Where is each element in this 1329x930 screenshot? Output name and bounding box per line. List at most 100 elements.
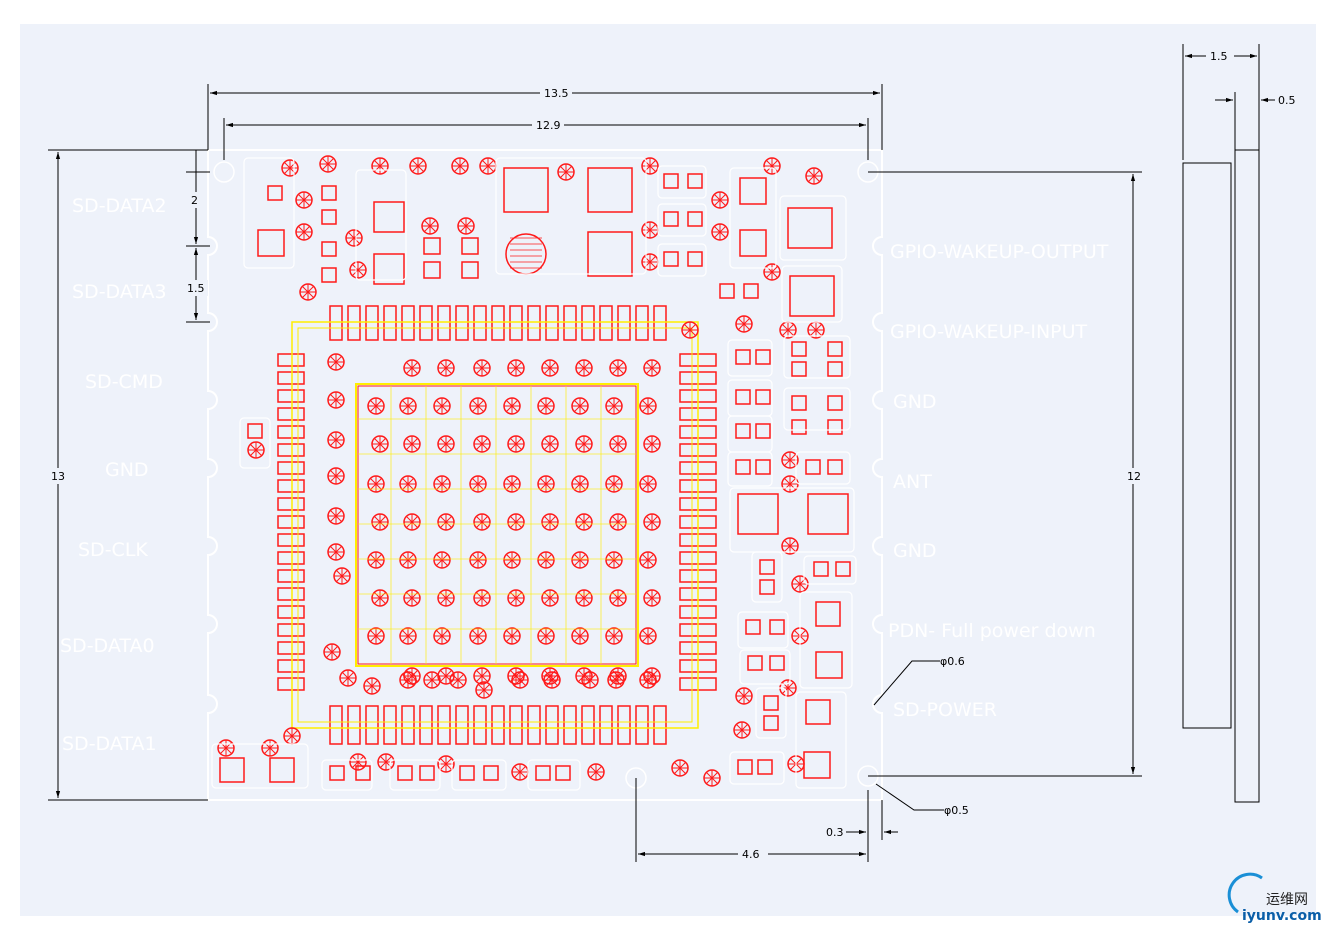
silkscreen-outline (727, 339, 773, 377)
smd-pad (401, 305, 415, 341)
via (605, 475, 623, 493)
smd-pad (257, 229, 285, 257)
via (469, 551, 487, 569)
via (609, 435, 627, 453)
silkscreen-outline (795, 691, 847, 789)
smd-pad (687, 251, 703, 267)
via (283, 727, 301, 745)
via (643, 513, 661, 531)
via (349, 753, 367, 771)
smd-pad (321, 185, 337, 201)
smd-pad (789, 275, 835, 317)
smd-pad (827, 395, 843, 411)
via (639, 475, 657, 493)
smd-pad (743, 283, 759, 299)
via (605, 397, 623, 415)
pin-label-sd-data1: SD-DATA1 (62, 733, 157, 755)
smd-pad (827, 419, 843, 435)
via (327, 543, 345, 561)
silkscreen-outline (389, 759, 441, 791)
smd-pad (663, 251, 679, 267)
watermark-cn: 运维网 (1266, 892, 1308, 908)
via (327, 431, 345, 449)
silkscreen-outline (729, 167, 777, 269)
via (449, 671, 467, 689)
via (403, 589, 421, 607)
smd-pad (735, 349, 751, 365)
via (609, 359, 627, 377)
smd-pad (509, 705, 523, 745)
via (507, 589, 525, 607)
smd-pad (267, 185, 283, 201)
smd-pad (527, 305, 541, 341)
via (639, 551, 657, 569)
via (607, 671, 625, 689)
via (367, 397, 385, 415)
via (409, 157, 427, 175)
smd-pad (791, 419, 807, 435)
via (323, 643, 341, 661)
silkscreen-outline (657, 203, 707, 237)
via (433, 551, 451, 569)
via (541, 435, 559, 453)
smd-pad (815, 651, 843, 679)
silkscreen-outline (799, 591, 853, 689)
smd-pad (219, 757, 245, 783)
pcb-pads-layer (211, 155, 879, 791)
smd-pad (763, 715, 779, 731)
smd-pad (581, 305, 595, 341)
silkscreen-outline (527, 759, 581, 791)
via (399, 475, 417, 493)
dim-edge-offset: 0.3 (826, 826, 844, 839)
smd-pad (737, 493, 779, 535)
dim-total-height: 13 (51, 470, 65, 483)
via (511, 671, 529, 689)
via (641, 253, 659, 271)
via (507, 435, 525, 453)
via (437, 755, 455, 773)
smd-pad (277, 605, 305, 619)
via (479, 157, 497, 175)
silkscreen-outline (755, 687, 787, 739)
smd-pad (827, 361, 843, 377)
via (367, 551, 385, 569)
via (681, 321, 699, 339)
smd-pad (277, 587, 305, 601)
smd-pad (277, 443, 305, 457)
via (581, 671, 599, 689)
via (733, 721, 751, 739)
smd-pad (587, 167, 633, 213)
silkscreen-outline (727, 451, 773, 487)
via (437, 359, 455, 377)
via (371, 435, 389, 453)
smd-pad (503, 167, 549, 213)
smd-pad (491, 305, 505, 341)
dim-hole-large: φ0.6 (940, 655, 965, 668)
via (371, 513, 389, 531)
smd-pad (321, 267, 337, 283)
smd-pad (461, 237, 479, 255)
smd-pad (277, 407, 305, 421)
via (641, 221, 659, 239)
via (605, 627, 623, 645)
smd-pad (365, 705, 379, 745)
smd-pad (483, 765, 499, 781)
bga-grid (355, 383, 639, 667)
smd-pad (815, 601, 841, 627)
smd-pad (687, 211, 703, 227)
smd-pad (653, 305, 667, 341)
smd-pad (321, 209, 337, 225)
smd-pad (373, 253, 405, 285)
via (511, 763, 529, 781)
smd-pad (663, 211, 679, 227)
via (537, 627, 555, 645)
pin-label-sd-data0: SD-DATA0 (60, 635, 155, 657)
watermark-url: iyunv.com (1242, 908, 1322, 924)
via (537, 397, 555, 415)
via (473, 513, 491, 531)
smd-pad (581, 705, 595, 745)
smd-pad (755, 389, 771, 405)
via (507, 513, 525, 531)
smd-pad (545, 305, 559, 341)
smd-pad (755, 349, 771, 365)
